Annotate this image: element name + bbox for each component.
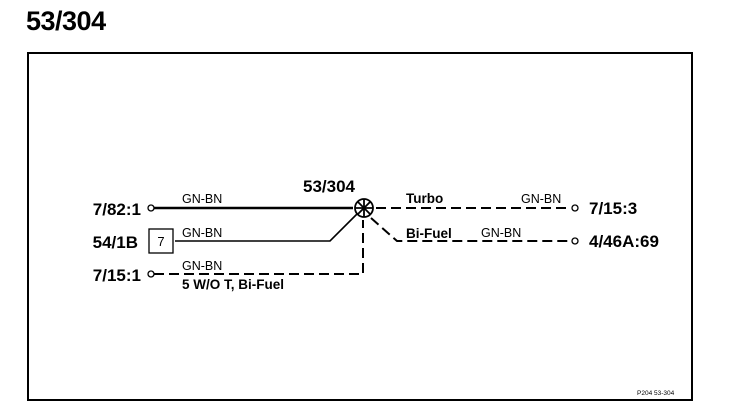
wire-54-1b xyxy=(175,213,358,242)
splice-node-icon xyxy=(354,198,374,218)
page-title: 53/304 xyxy=(26,6,106,36)
wire-color-label: GN-BN xyxy=(182,226,222,240)
connector-left-top: 7/82:1 xyxy=(93,200,141,219)
terminal-7-15-3 xyxy=(571,204,579,212)
terminal-7-15-1 xyxy=(147,270,155,278)
annotation-wot: 5 W/O T, Bi-Fuel xyxy=(182,277,284,292)
wire-color-label: GN-BN xyxy=(182,192,222,206)
connector-left-mid: 54/1B xyxy=(93,233,138,252)
wire-color-label: GN-BN xyxy=(521,192,561,206)
connector-left-bottom: 7/15:1 xyxy=(93,266,141,285)
annotation-bifuel: Bi-Fuel xyxy=(406,226,452,241)
terminal-7-82-1 xyxy=(147,204,155,212)
annotation-turbo: Turbo xyxy=(406,191,443,206)
connector-box-label: 7 xyxy=(157,234,164,249)
connector-right-top: 7/15:3 xyxy=(589,199,637,218)
diagram-frame xyxy=(27,52,693,401)
wire-4-46a-69 xyxy=(370,217,571,242)
figure-reference: P204 53-304 xyxy=(637,390,675,397)
terminal-4-46a-69 xyxy=(571,237,579,245)
wire-color-label: GN-BN xyxy=(182,259,222,273)
component-label: 53/304 xyxy=(303,177,356,196)
wire-color-label: GN-BN xyxy=(481,226,521,240)
connector-right-mid: 4/46A:69 xyxy=(589,232,659,251)
wire-7-15-1 xyxy=(154,220,364,275)
connector-box xyxy=(148,228,174,254)
